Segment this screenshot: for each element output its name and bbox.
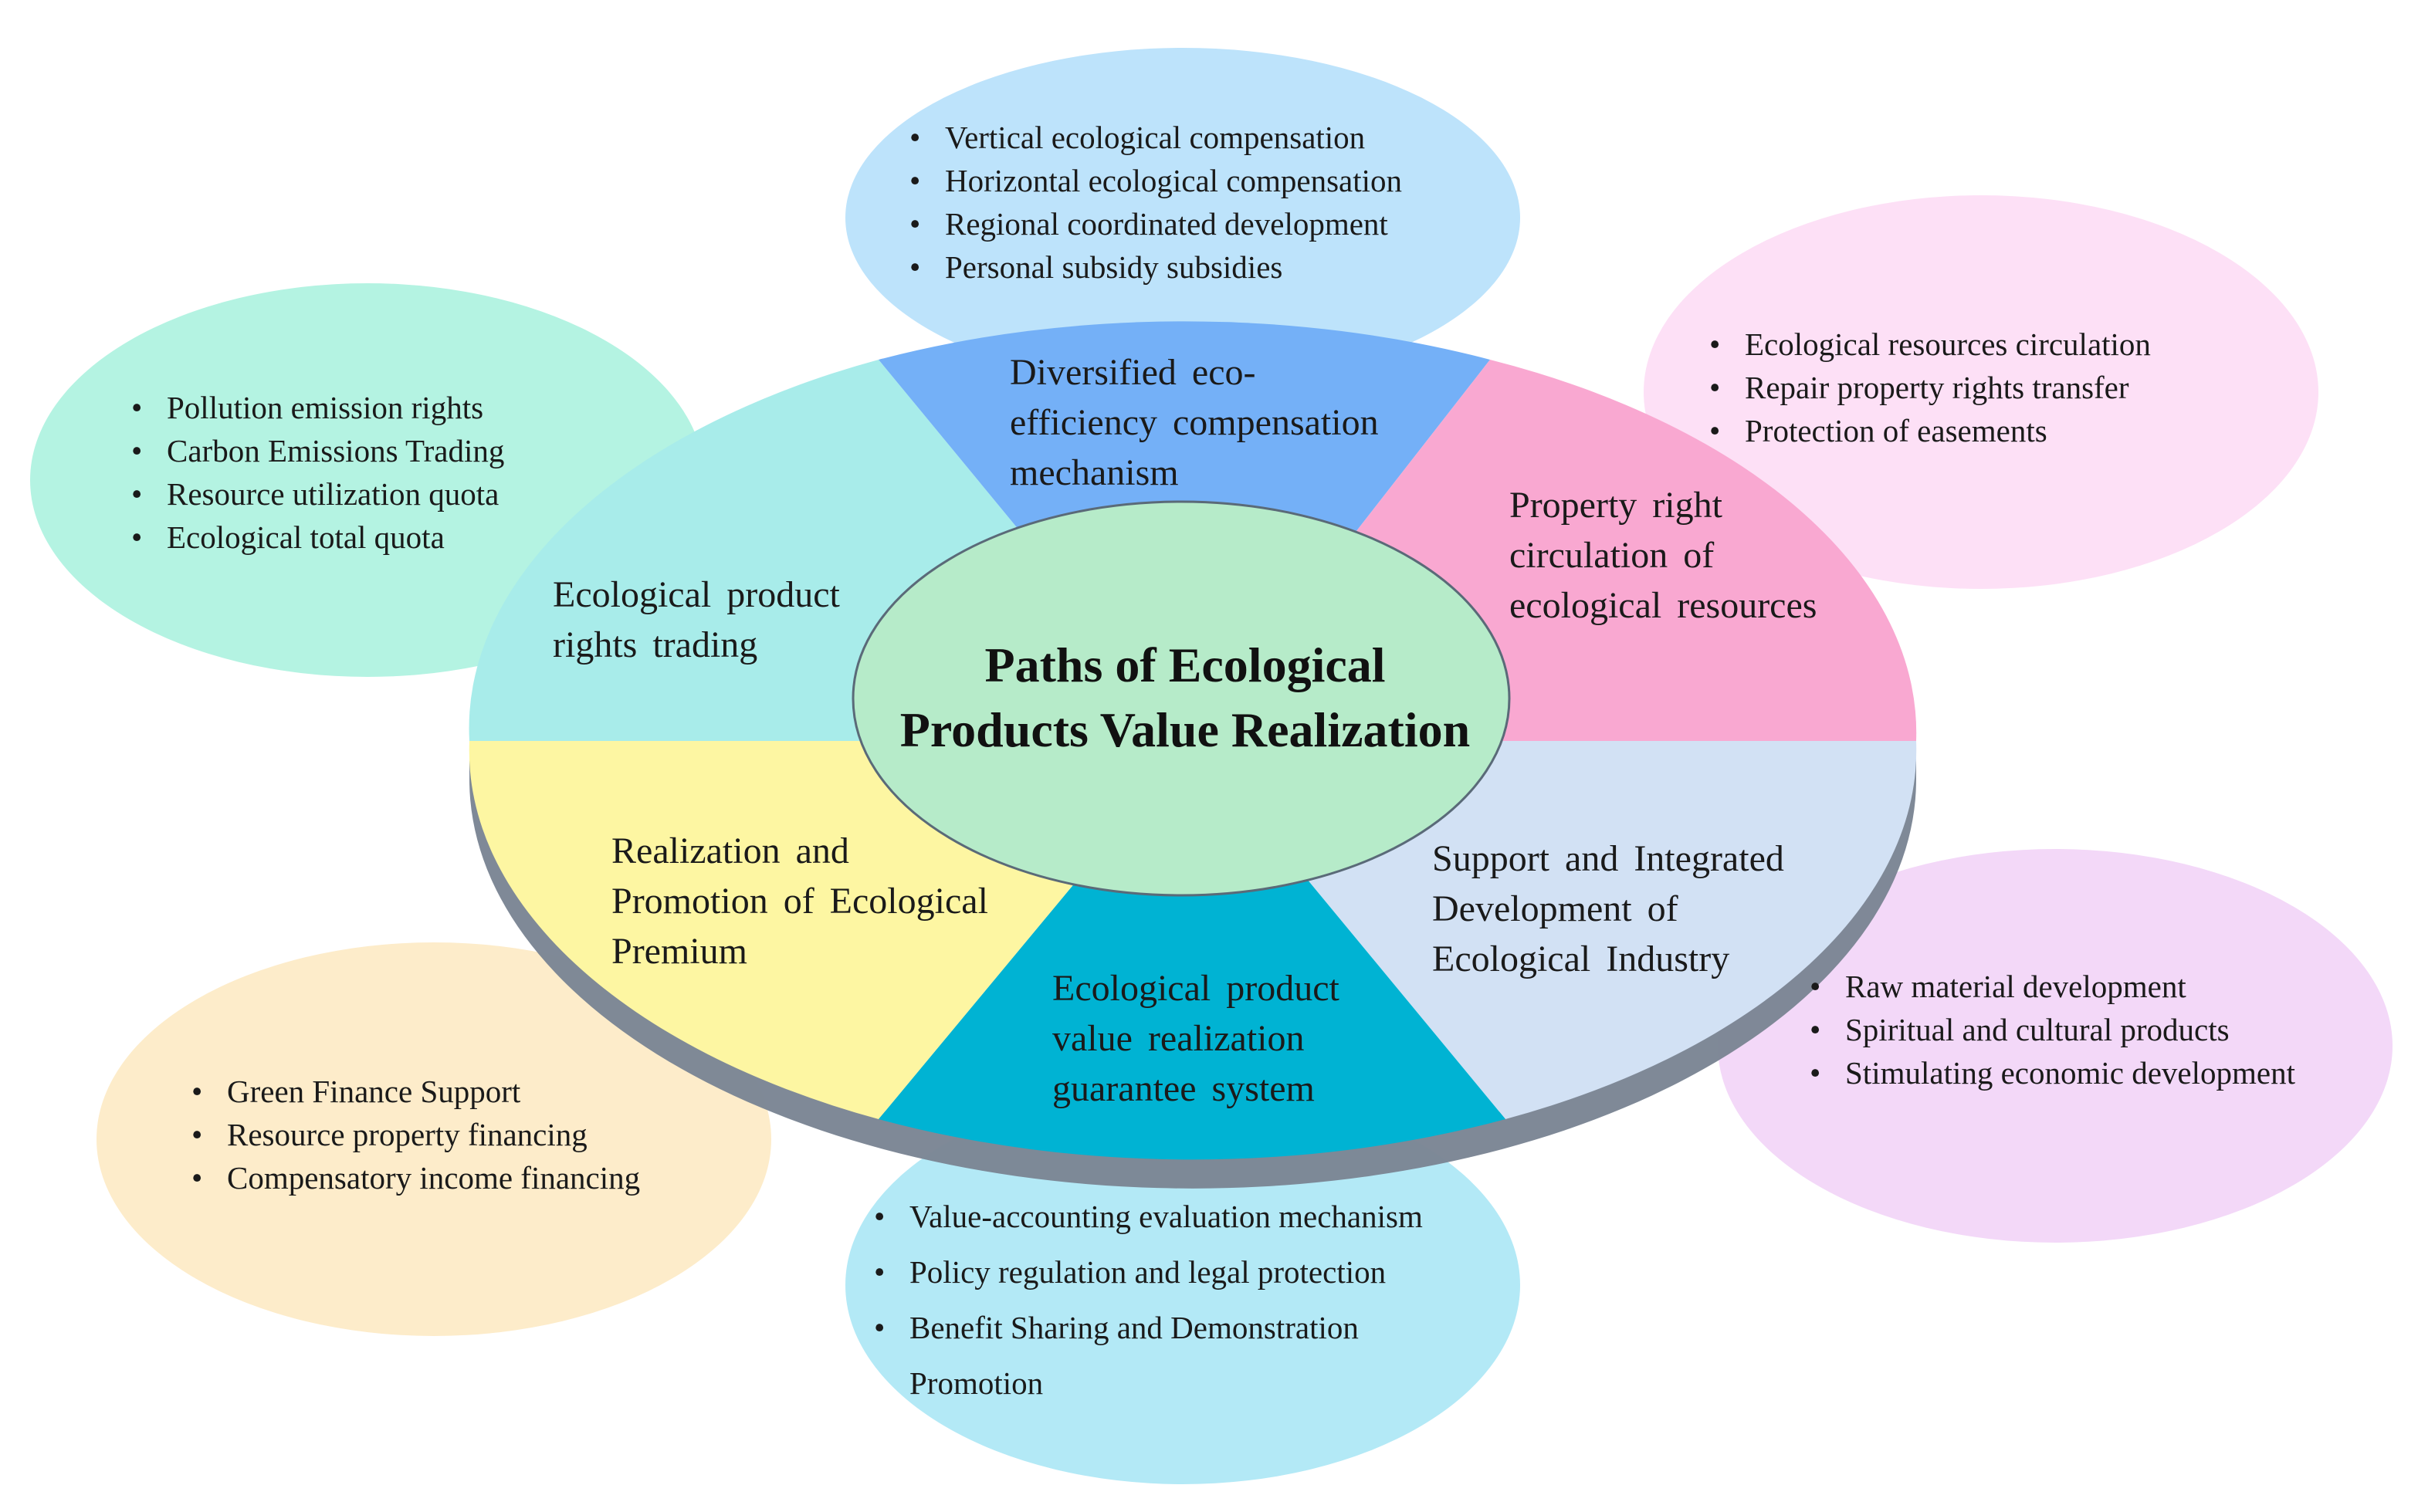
list-item: Horizontal ecological compensation — [902, 159, 1402, 202]
bubble-top-list: Vertical ecological compensation Horizon… — [902, 116, 1402, 289]
bubble-lower-right-list: Raw material development Spiritual and c… — [1802, 965, 2311, 1094]
bubble-upper-right-list: Ecological resources circulation Repair … — [1702, 323, 2151, 452]
segment-label-bottom: Ecological product value realization gua… — [1052, 968, 1339, 1109]
bubble-bottom-list: Value-accounting evaluation mechanism Po… — [866, 1189, 1499, 1411]
center-ellipse — [852, 500, 1511, 897]
center-title-line2: Products Value Realization — [899, 702, 1471, 757]
list-item: Raw material development — [1802, 965, 2311, 1008]
bubble-upper-left-list: Pollution emission rights Carbon Emissio… — [124, 386, 504, 559]
list-item: Personal subsidy subsidies — [902, 245, 1402, 289]
segment-bottom-shape — [879, 741, 1505, 1160]
list-item: Compensatory income financing — [184, 1156, 640, 1199]
bubble-lower-left-list: Green Finance Support Resource property … — [184, 1070, 640, 1199]
segment-label-upper-left: Ecological product rights trading — [553, 574, 840, 665]
segment-label-top: Diversified eco- efficiency compensation… — [1010, 352, 1379, 493]
list-item: Repair property rights transfer — [1702, 366, 2151, 409]
list-item: Resource property financing — [184, 1113, 640, 1156]
list-item: Spiritual and cultural products — [1802, 1008, 2311, 1051]
list-item: Vertical ecological compensation — [902, 116, 1402, 159]
list-item: Ecological total quota — [124, 516, 504, 559]
list-item: Ecological resources circulation — [1702, 323, 2151, 366]
list-item: Benefit Sharing and Demonstration Promot… — [866, 1300, 1499, 1411]
list-item: Policy regulation and legal protection — [866, 1244, 1499, 1300]
list-item: Carbon Emissions Trading — [124, 429, 504, 472]
segment-label-upper-right: Property right circulation of ecological… — [1509, 485, 1817, 626]
list-item: Regional coordinated development — [902, 202, 1402, 245]
list-item: Value-accounting evaluation mechanism — [866, 1189, 1499, 1244]
center-title: Paths of Ecological Products Value Reali… — [857, 633, 1513, 763]
list-item: Pollution emission rights — [124, 386, 504, 429]
list-item: Protection of easements — [1702, 409, 2151, 452]
center-title-line1: Paths of Ecological — [984, 638, 1386, 692]
list-item: Resource utilization quota — [124, 472, 504, 516]
list-item: Stimulating economic development — [1802, 1051, 2311, 1094]
segment-label-lower-left: Realization and Promotion of Ecological … — [611, 830, 988, 972]
segment-label-lower-right: Support and Integrated Development of Ec… — [1432, 838, 1784, 979]
list-item: Green Finance Support — [184, 1070, 640, 1113]
